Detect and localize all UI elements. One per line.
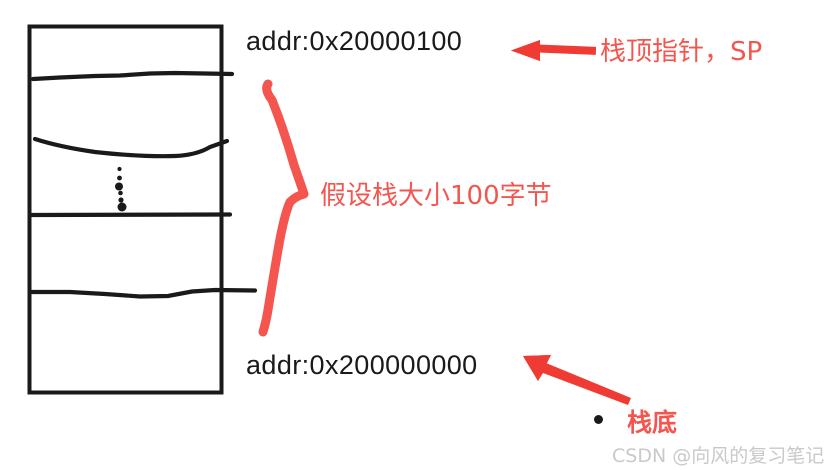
- red-arrow-bottom: [523, 355, 631, 405]
- stack-pointer-annotation: 栈顶指针，SP: [600, 37, 763, 67]
- stack-divider-line-2: [32, 136, 230, 159]
- stack-divider-line-1: [30, 70, 235, 82]
- stack-divider-line-4: [29, 287, 258, 299]
- stack-divider-line-3: [28, 212, 233, 218]
- ellipsis-dots: [115, 166, 127, 212]
- stack-top-address-label: addr:0x20000100: [246, 26, 463, 56]
- csdn-watermark: CSDN @向风的复习笔记: [612, 445, 825, 467]
- red-brace: [258, 79, 309, 337]
- red-arrow-top: [511, 40, 597, 61]
- stack-size-annotation: 假设栈大小100字节: [320, 181, 552, 211]
- stack-bottom-annotation: 栈底: [627, 408, 678, 437]
- stack-bottom-address-label: addr:0x200000000: [246, 350, 478, 380]
- bullet-dot-icon: [594, 415, 603, 424]
